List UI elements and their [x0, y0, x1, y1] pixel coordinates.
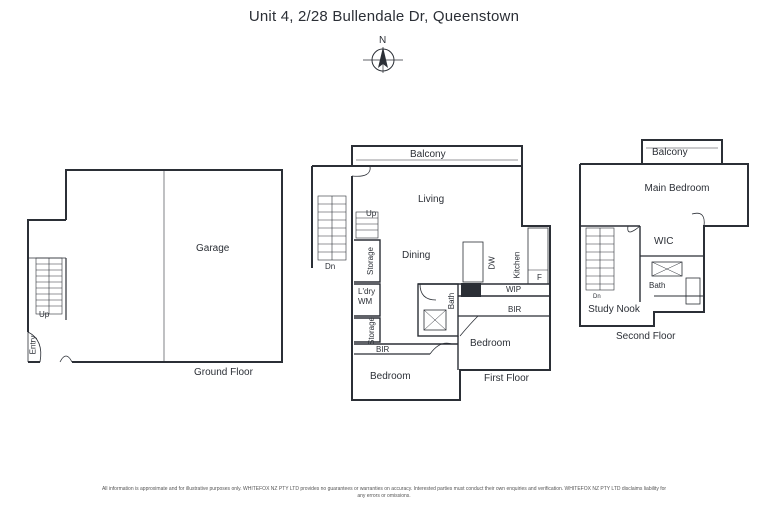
stairs-down-label-first: Dn: [325, 262, 336, 271]
room-label-bedroom-east: Bedroom: [470, 338, 511, 349]
room-label-laundry: L'dry: [358, 287, 376, 296]
room-label-entry: Entry: [28, 335, 38, 355]
stairs-up-label: Up: [39, 310, 50, 319]
room-label-wic: WIC: [654, 236, 674, 247]
room-label-living: Living: [418, 194, 445, 205]
second-floor-stairs: [585, 227, 615, 291]
floor-name-second: Second Floor: [616, 331, 676, 342]
page-title: Unit 4, 2/28 Bullendale Dr, Queenstown: [248, 8, 520, 25]
room-label-garage: Garage: [196, 243, 230, 254]
floor-name-ground: Ground Floor: [194, 367, 253, 378]
room-label-kitchen: Kitchen: [512, 251, 522, 279]
stairs-down-label-second: Dn: [593, 294, 601, 300]
dishwasher-label: DW: [487, 256, 497, 270]
room-label-wip: WIP: [506, 285, 522, 294]
room-label-bath-second: Bath: [649, 281, 666, 290]
second-floor-walls: [579, 139, 749, 327]
room-label-dining: Dining: [402, 250, 431, 261]
washing-machine-label: WM: [358, 297, 373, 306]
fridge-label: F: [537, 273, 542, 282]
compass-north-label: N: [379, 35, 387, 46]
disclaimer-text: All information is approximate and for i…: [101, 486, 667, 499]
room-label-storage-upper: Storage: [366, 246, 376, 276]
room-label-storage-lower: Storage: [367, 316, 377, 346]
entry-door: [27, 331, 42, 363]
ground-floor-walls: [27, 169, 283, 363]
stairs-up-label-first: Up: [366, 209, 377, 218]
room-label-balcony-first: Balcony: [410, 149, 446, 160]
room-label-bir-upper: BIR: [508, 305, 522, 314]
room-label-main-bedroom: Main Bedroom: [644, 183, 710, 194]
room-label-bedroom-south: Bedroom: [370, 371, 411, 382]
room-label-bath-first: Bath: [447, 292, 457, 310]
ground-stairs: [35, 257, 63, 315]
first-floor-stairs: [317, 195, 379, 261]
floor-name-first: First Floor: [484, 373, 529, 384]
room-label-bir-lower: BIR: [376, 345, 390, 354]
north-arrow-icon: [363, 47, 403, 73]
room-label-balcony-second: Balcony: [652, 147, 688, 158]
room-label-study-nook: Study Nook: [588, 304, 640, 315]
